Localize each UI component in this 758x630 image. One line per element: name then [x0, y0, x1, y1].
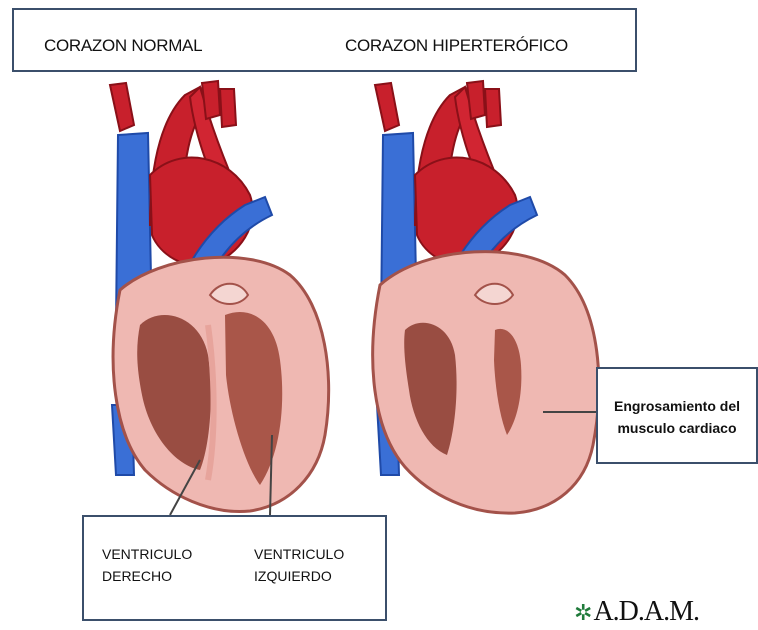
right-ventricle-label: VENTRICULO DERECHO — [102, 543, 192, 587]
normal-heart-title: CORAZON NORMAL — [44, 36, 202, 56]
ventricles-callout: VENTRICULO DERECHO VENTRICULO IZQUIERDO — [82, 515, 387, 621]
hypertrophic-heart-illustration — [355, 75, 605, 515]
hypertrophic-heart-title: CORAZON HIPERTERÓFICO — [345, 36, 568, 56]
thickening-label: Engrosamiento del musculo cardiaco — [598, 395, 756, 439]
left-ventricle-label: VENTRICULO IZQUIERDO — [254, 543, 344, 587]
adam-leaf-icon: ✲ — [574, 600, 591, 625]
normal-heart-illustration — [90, 75, 340, 515]
adam-logo-text: A.D.A.M. — [593, 596, 699, 627]
thickening-callout: Engrosamiento del musculo cardiaco — [596, 367, 758, 464]
adam-logo: ✲A.D.A.M. — [574, 596, 699, 628]
